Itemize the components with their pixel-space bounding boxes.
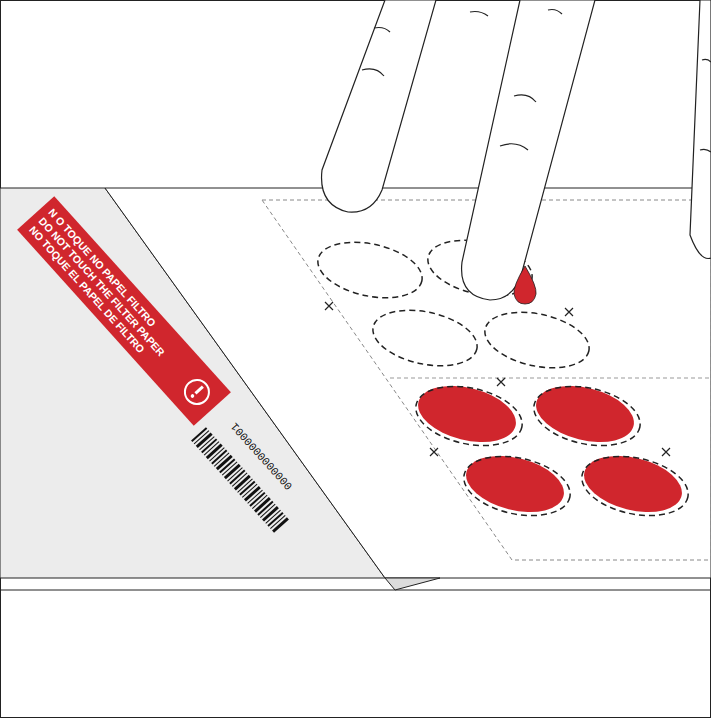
fingers (322, 0, 711, 300)
table-edge (0, 590, 711, 591)
blood-drop (514, 266, 536, 304)
blood-spots (410, 377, 693, 525)
cross-marks (325, 302, 670, 456)
warning-icon (176, 371, 218, 413)
barcode (191, 427, 289, 533)
card-fold (385, 578, 440, 590)
filter-divider (390, 378, 711, 379)
finger-creases (362, 10, 711, 153)
empty-circles (313, 232, 594, 377)
